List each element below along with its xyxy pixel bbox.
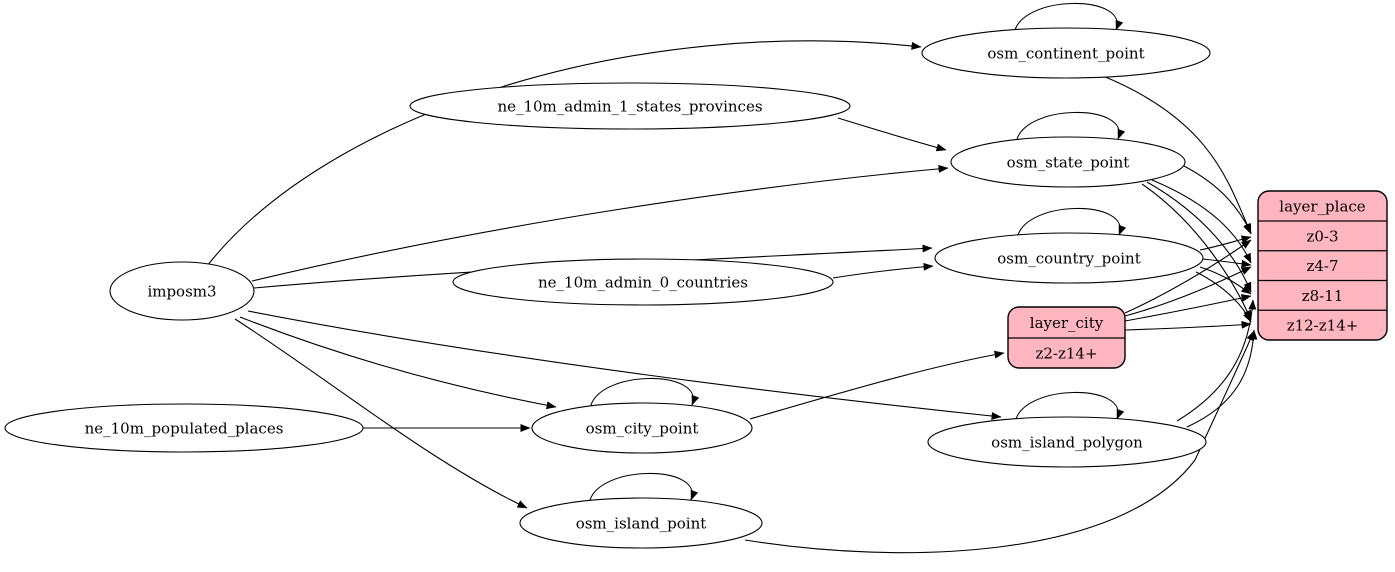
osm_island_polygon-shape	[927, 416, 1207, 468]
edge-osm_city_point-to-layer_city-z2-z14+	[749, 350, 1005, 420]
osm_country_point-shape	[934, 232, 1204, 284]
node-osm_island_point: osm_island_point	[519, 497, 763, 549]
osm_island_point-label: osm_island_point	[576, 515, 707, 533]
edge-osm_country_point-to-osm_country_point-self	[1016, 207, 1127, 240]
osm_island_point-shape	[519, 497, 763, 549]
edge-osm_island_point-to-osm_island_point-self	[588, 472, 699, 505]
node-osm_state_point: osm_state_point	[950, 136, 1186, 188]
layer_place-row-z12-z14+: z12-z14+	[1287, 317, 1359, 335]
edge-imposm3-to-osm_island_point	[234, 318, 528, 509]
edge-osm_state_point-to-osm_state_point-self	[1015, 111, 1126, 144]
osm_state_point-label: osm_state_point	[1007, 154, 1130, 172]
node-osm_city_point: osm_city_point	[531, 402, 753, 454]
ne_10m_admin_1_states_provinces-shape	[409, 82, 851, 130]
node-osm_country_point: osm_country_point	[934, 232, 1204, 284]
osm_state_point-shape	[950, 136, 1186, 188]
edge-imposm3-to-osm_city_point	[239, 316, 557, 410]
edge-imposm3-to-osm_state_point	[251, 164, 949, 282]
layer_place-row-z4-7: z4-7	[1306, 257, 1338, 275]
edge-osm_continent_point-to-osm_continent_point-self	[1013, 2, 1124, 35]
edge-ne_10m_admin_0_countries-to-osm_country_point	[832, 262, 934, 279]
edge-osm_country_point-to-layer_place-z0-3	[1199, 235, 1252, 251]
ne_10m_populated_places-label: ne_10m_populated_places	[85, 420, 284, 438]
layer_place-row-z8-11: z8-11	[1302, 287, 1344, 305]
edge-imposm3-to-osm_island_polygon	[247, 310, 1002, 420]
node-ne_10m_populated_places: ne_10m_populated_places	[4, 403, 364, 453]
node-layer_city: layer_city z2-z14+	[1007, 306, 1126, 369]
ne_10m_admin_0_countries-label: ne_10m_admin_0_countries	[538, 274, 748, 292]
edge-layer_city-to-layer_place-z8-11	[1124, 294, 1252, 322]
layer_place-row-z0-3: z0-3	[1306, 227, 1338, 245]
ne_10m_populated_places-shape	[4, 403, 364, 453]
edge-osm_island_polygon-to-osm_island_polygon-self	[1014, 391, 1125, 424]
node-ne_10m_admin_1_states_provinces: ne_10m_admin_1_states_provinces	[409, 82, 851, 130]
node-osm_continent_point: osm_continent_point	[921, 27, 1211, 79]
osm_continent_point-shape	[921, 27, 1211, 79]
layer_place-shape	[1257, 190, 1388, 341]
edge-osm_island_polygon-to-layer_place-z8-11	[1176, 299, 1257, 422]
node-ne_10m_admin_0_countries: ne_10m_admin_0_countries	[452, 258, 834, 306]
node-imposm3: imposm3	[109, 261, 255, 321]
edge-osm_island_polygon-to-layer_place-z12-z14+	[1186, 329, 1258, 428]
edge-osm_country_point-to-layer_place-z4-7	[1202, 258, 1252, 268]
osm_continent_point-label: osm_continent_point	[987, 45, 1144, 63]
node-layer: imposm3 ne_10m_admin_1_states_provincesne…	[4, 27, 1388, 549]
edge-osm_state_point-to-layer_place-z0-3	[1183, 165, 1252, 234]
imposm3-shape	[109, 261, 255, 321]
edge-osm_island_point-to-layer_place-z12-z14+	[744, 330, 1255, 554]
edge-ne_10m_admin_1_states_provinces-to-osm_state_point	[837, 117, 947, 152]
node-layer_place: layer_place z0-3 z4-7 z8-11 z12-z14+	[1257, 190, 1388, 341]
edge-osm_state_point-to-layer_place-z4-7	[1151, 179, 1252, 264]
edge-layer_city-to-layer_place-z0-3	[1124, 239, 1252, 314]
ne_10m_admin_0_countries-shape	[452, 258, 834, 306]
imposm3-label: imposm3	[147, 283, 216, 301]
osm_island_polygon-label: osm_island_polygon	[991, 434, 1143, 452]
edge-osm_state_point-to-layer_place-z12-z14+	[1141, 183, 1252, 321]
node-osm_island_polygon: osm_island_polygon	[927, 416, 1207, 468]
layer_city-title: layer_city	[1030, 314, 1104, 332]
layer_city-row-z2-z14+: z2-z14+	[1035, 345, 1097, 363]
osm_city_point-shape	[531, 402, 753, 454]
osm_city_point-label: osm_city_point	[586, 420, 699, 438]
edge-osm_continent_point-to-layer_place-z0-3	[1102, 75, 1252, 235]
osm_country_point-label: osm_country_point	[997, 250, 1141, 268]
edge-osm_state_point-to-layer_place-z8-11	[1146, 181, 1252, 293]
edge-osm_city_point-to-osm_city_point-self	[589, 377, 700, 410]
layer_place-title: layer_place	[1279, 198, 1366, 216]
edge-layer_city-to-layer_place-z4-7	[1124, 266, 1252, 317]
ne_10m_admin_1_states_provinces-label: ne_10m_admin_1_states_provinces	[497, 98, 762, 116]
edge-layer_city-to-layer_place-z12-z14+	[1124, 320, 1252, 331]
edge-imposm3-to-osm_continent_point	[206, 40, 922, 267]
